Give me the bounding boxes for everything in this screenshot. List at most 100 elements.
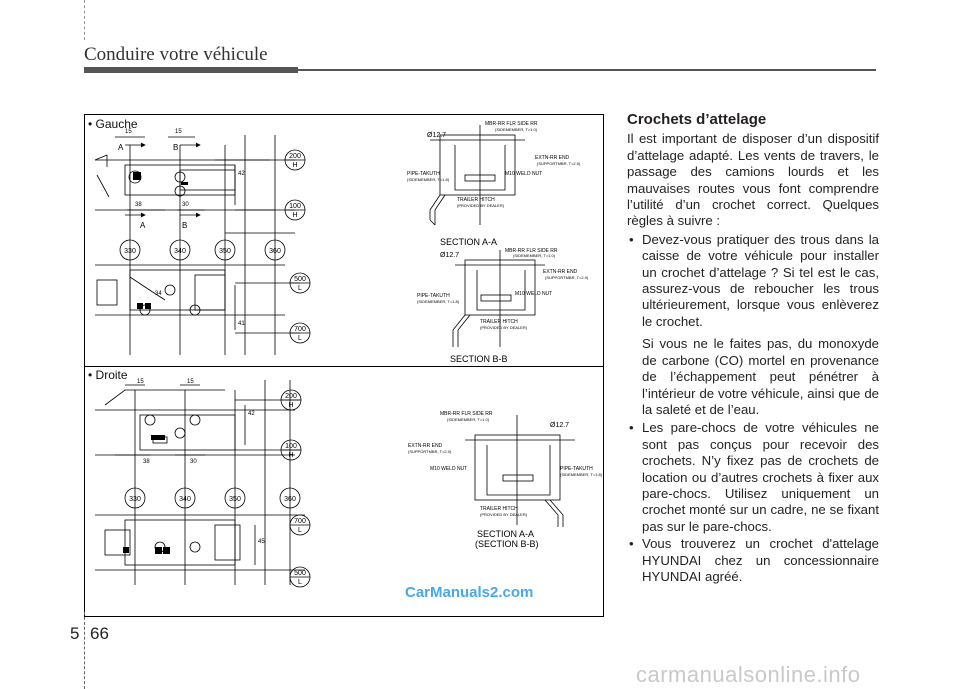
list-item: Devez-vous pratiquer des trous dans la c… — [627, 232, 879, 418]
left-letter-a-bot: A — [140, 221, 146, 230]
bullet-1-followup: Si vous ne le faites pas, du monoxyde de… — [642, 336, 879, 417]
sec-c-hitch: TRAILER HITCH — [480, 506, 518, 512]
bullet-text-1: Devez-vous pratiquer des trous dans la c… — [642, 231, 879, 329]
right-circle-330: 330 — [129, 496, 141, 503]
right-circle-100-h: H — [288, 452, 293, 459]
left-circle-340: 340 — [174, 248, 186, 255]
sec-a-diameter: Ø12.7 — [427, 132, 446, 139]
sec-a-title: SECTION A-A — [440, 237, 497, 247]
hitch-diagram-figure: • Gauche • Droite — [84, 114, 604, 617]
left-dim-42: 42 — [238, 171, 245, 177]
sec-b-hitch: TRAILER HITCH — [480, 319, 518, 325]
right-circle-340: 340 — [179, 496, 191, 503]
right-dim-38: 38 — [143, 459, 150, 465]
figure-separator — [85, 366, 603, 367]
sec-c-mbr: MBR-RR FLR SIDE RR — [440, 411, 493, 417]
left-dim-38: 38 — [135, 202, 142, 208]
sec-b-mbr-sub: (SIDEMEMBER, T=1.0) — [513, 253, 556, 258]
right-circle-200: 200 — [285, 393, 297, 400]
margin-line-top — [84, 0, 85, 40]
right-dim-45: 45 — [258, 539, 265, 545]
figure-label-left: • Gauche — [88, 117, 138, 131]
left-letter-b-top: B — [173, 143, 178, 152]
sec-c-diameter: Ø12.7 — [550, 422, 569, 429]
left-dim-15b: 15 — [175, 129, 182, 135]
left-circle-360: 360 — [269, 248, 281, 255]
left-circle-700: 700 — [294, 326, 306, 333]
sec-a-pipe-sub: (SIDEMEMBER, T=1.8) — [407, 177, 450, 182]
left-letter-a-top: A — [118, 143, 124, 152]
sec-a-pipe: PIPE-TAKUTH — [407, 171, 440, 177]
right-circle-100: 100 — [285, 443, 297, 450]
left-dim-30: 30 — [182, 202, 189, 208]
sec-c-title2: (SECTION B-B) — [475, 539, 539, 549]
list-item: Les pare-chocs de votre véhicules ne son… — [627, 420, 879, 535]
list-item: Vous trouverez un crochet d'attelage HYU… — [627, 536, 879, 585]
left-circle-700-l: L — [298, 335, 302, 342]
section-c-drawing — [465, 415, 575, 527]
right-circle-200-h: H — [288, 402, 293, 409]
sec-c-mbr-sub: (SIDEMEMBER, T=1.0) — [447, 417, 490, 422]
left-circle-350: 350 — [219, 248, 231, 255]
sec-c-hitch-sub: (PROVIDED BY DEALER) — [480, 512, 528, 517]
right-circle-350: 350 — [229, 496, 241, 503]
left-circle-100: 100 — [289, 203, 301, 210]
right-circle-500: 500 — [294, 570, 306, 577]
sec-a-extn-sub: (SUPPORTMBR, T=2.0) — [537, 161, 581, 166]
right-circle-700: 700 — [294, 518, 306, 525]
left-plan-weld-marks — [133, 172, 188, 309]
sec-b-diameter: Ø12.7 — [440, 252, 459, 259]
right-plan-drawing — [95, 380, 305, 585]
header-rule — [298, 69, 876, 71]
right-circle-700-l: L — [298, 527, 302, 534]
sec-b-mbr: MBR-RR FLR SIDE RR — [505, 248, 558, 254]
sec-c-extn: EXTN-RR END — [408, 443, 443, 449]
right-plan-weld-marks — [123, 435, 170, 554]
sec-b-pipe-sub: (SIDEMEMBER, T=1.8) — [417, 299, 460, 304]
sec-a-nut: M10 WELD NUT — [505, 171, 542, 177]
sec-a-hitch: TRAILER HITCH — [457, 197, 495, 203]
right-dim-15a: 15 — [137, 379, 144, 385]
sec-a-extn: EXTN-RR END — [535, 155, 570, 161]
left-plan-drawing — [94, 135, 300, 355]
sec-b-extn-sub: (SUPPORTMBR, T=2.0) — [545, 275, 589, 280]
left-letter-b-bot: B — [182, 221, 187, 230]
sec-b-pipe: PIPE-TAKUTH — [417, 293, 450, 299]
right-circle-500-l: L — [298, 579, 302, 586]
sec-b-title: SECTION B-B — [450, 354, 508, 364]
section-b-drawing — [452, 250, 545, 347]
header-bar — [84, 67, 298, 73]
sec-b-extn: EXTN-RR END — [543, 269, 578, 275]
left-circle-500: 500 — [294, 276, 306, 283]
left-circle-200: 200 — [289, 153, 301, 160]
left-circle-500-l: L — [298, 285, 302, 292]
left-plan-reference-circles — [119, 149, 311, 344]
sec-c-extn-sub: (SUPPORTMBR, T=2.0) — [408, 449, 452, 454]
right-circle-360: 360 — [284, 496, 296, 503]
page-number: 66 — [90, 624, 109, 643]
left-circle-200-h: H — [292, 162, 297, 169]
sec-c-title: SECTION A-A — [477, 529, 534, 539]
sec-c-nut: M10 WELD NUT — [430, 466, 467, 472]
figure-label-right: • Droite — [88, 368, 128, 382]
right-dim-42: 42 — [248, 411, 255, 417]
left-circle-330: 330 — [124, 248, 136, 255]
left-circle-100-h: H — [292, 212, 297, 219]
right-dim-30: 30 — [190, 459, 197, 465]
sec-c-pipe-sub: (SIDEMEMBER, T=1.8) — [560, 472, 603, 477]
hitch-drawings-svg: 15 15 38 30 42 34 41 A B A B 330 340 350… — [94, 121, 603, 588]
sec-b-hitch-sub: (PROVIDED BY DEALER) — [480, 325, 528, 330]
header-title: Conduire votre véhicule — [84, 44, 268, 65]
rules-list: Devez-vous pratiquer des trous dans la c… — [627, 232, 879, 586]
footer-watermark: carmanualsonline.info — [636, 662, 861, 687]
left-dim-34: 34 — [155, 291, 162, 297]
section-a-drawing — [429, 125, 525, 226]
sec-c-pipe: PIPE-TAKUTH — [560, 466, 593, 472]
margin-line-bottom — [84, 612, 85, 689]
section-title: Crochets d’attelage — [627, 111, 767, 128]
chapter-number: 5 — [70, 624, 80, 643]
right-plan-reference-circles — [124, 389, 311, 588]
sec-a-mbr: MBR-RR FLR SIDE RR — [485, 121, 538, 127]
carmanuals-watermark: CarManuals2.com — [405, 584, 534, 601]
sec-a-hitch-sub: (PROVIDED BY DEALER) — [457, 203, 505, 208]
